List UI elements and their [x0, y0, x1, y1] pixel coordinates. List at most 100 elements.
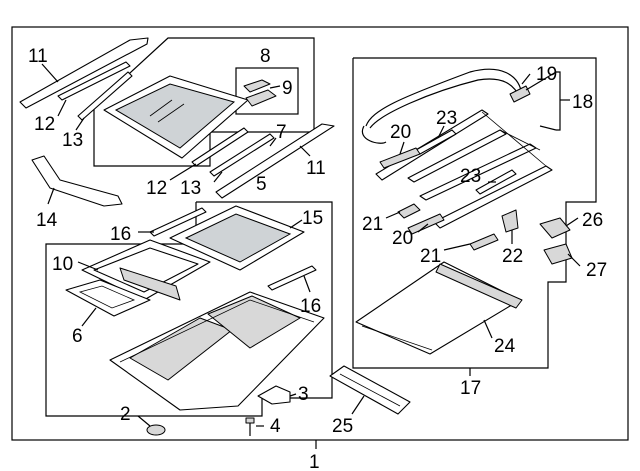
trim-12-left [57, 61, 131, 101]
leader-20a [399, 141, 405, 155]
leader-11b [299, 145, 311, 157]
callout-17: 17 [460, 378, 481, 399]
callout-11-right: 11 [306, 158, 326, 179]
motor-26 [539, 217, 571, 239]
callout-12-right: 12 [146, 178, 167, 199]
guide-16-left [149, 207, 207, 237]
leader-18-bot [539, 125, 557, 131]
channel-25-inner [339, 373, 401, 407]
callout-13-right: 13 [180, 178, 201, 199]
glass-panel-15-inner [184, 213, 292, 263]
clip-22 [501, 209, 519, 233]
glass-panel-7-inner [114, 83, 236, 149]
callout-10: 10 [52, 254, 73, 275]
callout-25: 25 [332, 416, 353, 437]
callout-20-upper: 20 [390, 122, 411, 143]
bracket-3 [257, 385, 291, 405]
rail-cross-2 [499, 129, 541, 151]
slider-20-lower [407, 213, 445, 235]
bracket-21-upper [397, 203, 421, 219]
callout-1: 1 [309, 452, 320, 471]
rail-right [433, 165, 553, 229]
callout-3: 3 [298, 384, 309, 405]
leader-13a [75, 117, 85, 131]
drive-cable-19b [369, 78, 521, 129]
leader-18-top [525, 71, 557, 91]
glass-reflection [149, 99, 173, 117]
callout-26: 26 [582, 210, 603, 231]
callout-18: 18 [572, 92, 593, 113]
group-box-8 [235, 67, 299, 115]
deflector-14 [31, 155, 123, 207]
leader-15 [289, 219, 303, 229]
callout-22: 22 [502, 246, 523, 267]
bracket-9b [245, 89, 277, 107]
callout-23-lower: 23 [460, 166, 481, 187]
callout-24: 24 [494, 336, 516, 357]
leader-14 [47, 187, 55, 205]
callout-4: 4 [270, 416, 281, 437]
callout-23-upper: 23 [436, 108, 457, 129]
bracket-18 [556, 71, 561, 131]
callout-14: 14 [36, 210, 58, 231]
callout-11-left: 11 [28, 46, 48, 67]
callout-7: 7 [276, 122, 287, 143]
rail-cross [481, 111, 547, 167]
callout-21-lower: 21 [420, 246, 441, 267]
callout-5: 5 [256, 174, 267, 195]
leader-12a [57, 99, 67, 117]
bracket-9a [243, 79, 271, 93]
sunshade-24-edge [361, 325, 433, 351]
molding-11-left [19, 37, 149, 109]
callout-13-left: 13 [62, 130, 83, 151]
callout-8: 8 [260, 46, 271, 67]
leader-6 [81, 307, 97, 327]
callout-27: 27 [586, 260, 607, 281]
leader-20b [417, 223, 429, 233]
callout-16-left: 16 [110, 224, 131, 245]
seal-frame-10-inner [93, 247, 199, 293]
leader-3 [289, 393, 297, 397]
module-27 [543, 243, 573, 265]
leader-16b [303, 275, 311, 293]
callout-12-left: 12 [34, 114, 55, 135]
molding-11-right [215, 123, 335, 199]
leader-25 [351, 395, 365, 415]
callout-19: 19 [536, 64, 557, 85]
guide-16-right [267, 265, 317, 291]
sunshade-24-roller [435, 263, 523, 309]
callout-16-right: 16 [300, 296, 321, 317]
panel-6 [65, 279, 151, 317]
outer-frame [11, 26, 629, 441]
bracket-21-lower [469, 233, 499, 251]
rail-mid [407, 129, 507, 183]
leader-19 [521, 73, 531, 85]
group-box-17 [352, 57, 597, 369]
leader-21a [385, 211, 401, 219]
slider-20-upper [379, 147, 421, 169]
bolt-4-head [245, 417, 255, 424]
callout-6: 6 [72, 326, 83, 347]
leader-21b [443, 243, 471, 251]
leader-12b [169, 163, 197, 181]
leader-27 [567, 253, 581, 267]
trim-13-left [77, 71, 133, 121]
drive-cable-19 [365, 68, 523, 127]
group-box-7 [93, 37, 315, 167]
leader-10 [77, 261, 99, 271]
panel-6-inner [78, 285, 136, 309]
leader-9 [269, 85, 281, 89]
callout-21-upper: 21 [362, 214, 383, 235]
leader-13b [213, 171, 223, 183]
connector-19 [509, 85, 531, 103]
leader-24 [483, 319, 493, 339]
sunshade-rail [119, 267, 181, 301]
grommet-2 [146, 424, 166, 436]
guide-23-upper [415, 129, 457, 155]
leader-26 [565, 217, 579, 227]
glass-reflection-2 [157, 103, 185, 123]
sunroof-frame-edge [119, 299, 315, 363]
leader-23a [437, 125, 445, 139]
drive-motor-cable [361, 125, 387, 144]
